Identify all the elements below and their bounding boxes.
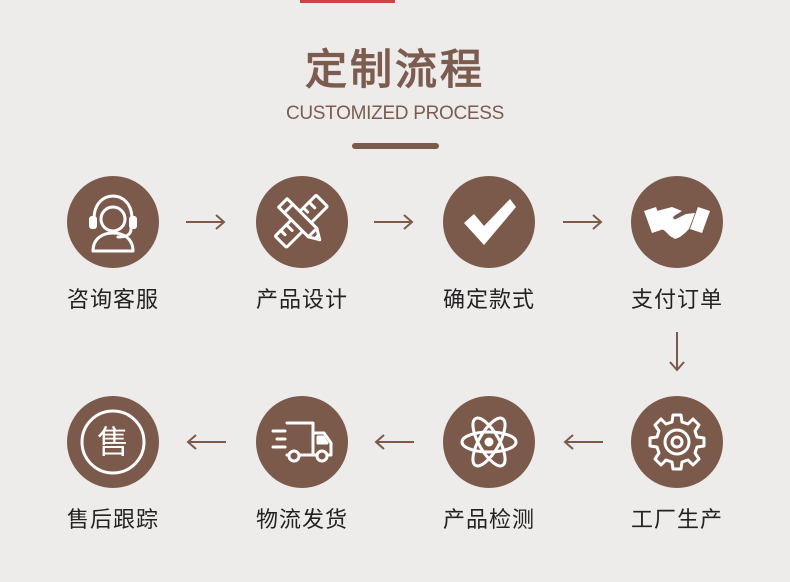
- after-sales-icon: 售: [67, 396, 159, 488]
- gear-icon: [631, 396, 723, 488]
- step-product-inspection: 产品检测: [409, 396, 569, 534]
- step-logistics-shipping: 物流发货: [222, 396, 382, 534]
- step-label: 产品设计: [255, 288, 348, 313]
- atom-icon: [443, 396, 535, 488]
- customer-service-icon: [67, 176, 159, 268]
- step-confirm-style: 确定款式: [409, 176, 569, 314]
- step-after-sales: 售 售后跟踪: [33, 396, 193, 534]
- after-sales-glyph: 售: [97, 423, 129, 461]
- step-label: 产品检测: [442, 508, 535, 533]
- step-label: 工厂生产: [630, 508, 723, 533]
- pencil-ruler-icon: [256, 176, 348, 268]
- arrow-down-icon: [669, 332, 685, 372]
- step-customer-service: 咨询客服: [33, 176, 193, 314]
- step-product-design: 产品设计: [222, 176, 382, 314]
- step-label: 售后跟踪: [66, 508, 159, 533]
- step-pay-order: 支付订单: [597, 176, 757, 314]
- step-label: 确定款式: [442, 288, 535, 313]
- page-subtitle: CUSTOMIZED PROCESS: [285, 103, 505, 124]
- step-factory-production: 工厂生产: [597, 396, 757, 534]
- step-label: 咨询客服: [66, 288, 159, 313]
- step-label: 支付订单: [630, 288, 723, 313]
- step-label: 物流发货: [255, 508, 348, 533]
- arrow-left-icon: [186, 434, 226, 450]
- delivery-truck-icon: [256, 396, 348, 488]
- arrow-right-icon: [563, 214, 603, 230]
- arrow-left-icon: [563, 434, 603, 450]
- top-decoration-strip: [300, 0, 395, 3]
- arrow-left-icon: [374, 434, 414, 450]
- handshake-icon: [631, 176, 723, 268]
- title-underline: [352, 143, 439, 149]
- checkmark-icon: [443, 176, 535, 268]
- arrow-right-icon: [374, 214, 414, 230]
- arrow-right-icon: [186, 214, 226, 230]
- page-title: 定制流程: [304, 45, 485, 94]
